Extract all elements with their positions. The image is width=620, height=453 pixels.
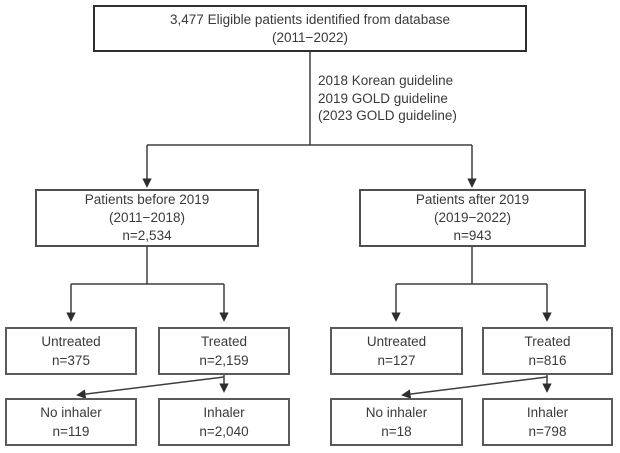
inhaler-after-box: Inhaler n=798: [482, 398, 613, 446]
treated-after-box: Treated n=816: [482, 327, 613, 375]
no-inhaler-after-count: n=18: [381, 424, 412, 439]
eligible-patients-box: 3,477 Eligible patients identified from …: [93, 5, 527, 52]
before-years: (2011−2018): [109, 210, 185, 225]
untreated-after-label: Untreated: [366, 334, 427, 349]
no-inhaler-before-box: No inhaler n=119: [5, 398, 137, 446]
inhaler-after-count: n=798: [528, 424, 567, 439]
untreated-after-count: n=127: [377, 353, 416, 368]
untreated-before-count: n=375: [52, 353, 90, 368]
after-title: Patients after 2019: [415, 192, 530, 207]
guideline-korean: 2018 Korean guideline: [318, 73, 454, 88]
untreated-before-label: Untreated: [41, 334, 101, 349]
untreated-after-box: Untreated n=127: [330, 327, 463, 375]
guideline-gold-2019: 2019 GOLD guideline: [318, 90, 448, 106]
no-inhaler-before-label: No inhaler: [40, 405, 102, 420]
no-inhaler-before-count: n=119: [52, 424, 90, 439]
patients-before-2019-box: Patients before 2019 (2011−2018) n=2,534: [35, 189, 259, 247]
guideline-annotation: 2018 Korean guideline 2019 GOLD guidelin…: [318, 72, 457, 125]
treated-after-label: Treated: [524, 334, 571, 349]
eligible-patients-years: (2011−2022): [272, 29, 348, 45]
before-count: n=2,534: [122, 228, 172, 243]
eligible-patients-text: 3,477 Eligible patients identified from …: [170, 11, 450, 27]
treated-before-count: n=2,159: [199, 353, 249, 368]
after-count: n=943: [453, 228, 492, 243]
guideline-gold-2023: (2023 GOLD guideline): [318, 108, 457, 123]
inhaler-before-label: Inhaler: [203, 405, 245, 420]
before-title: Patients before 2019: [84, 192, 210, 207]
inhaler-after-label: Inhaler: [526, 405, 569, 420]
inhaler-before-box: Inhaler n=2,040: [158, 398, 290, 446]
no-inhaler-after-label: No inhaler: [365, 405, 428, 420]
after-years: (2019−2022): [434, 210, 511, 225]
untreated-before-box: Untreated n=375: [5, 327, 137, 375]
treated-after-count: n=816: [528, 353, 567, 368]
inhaler-before-count: n=2,040: [199, 424, 249, 439]
no-inhaler-after-box: No inhaler n=18: [330, 398, 463, 446]
treated-before-box: Treated n=2,159: [158, 327, 290, 375]
patients-after-2019-box: Patients after 2019 (2019−2022) n=943: [359, 189, 586, 247]
treated-before-label: Treated: [200, 334, 248, 349]
